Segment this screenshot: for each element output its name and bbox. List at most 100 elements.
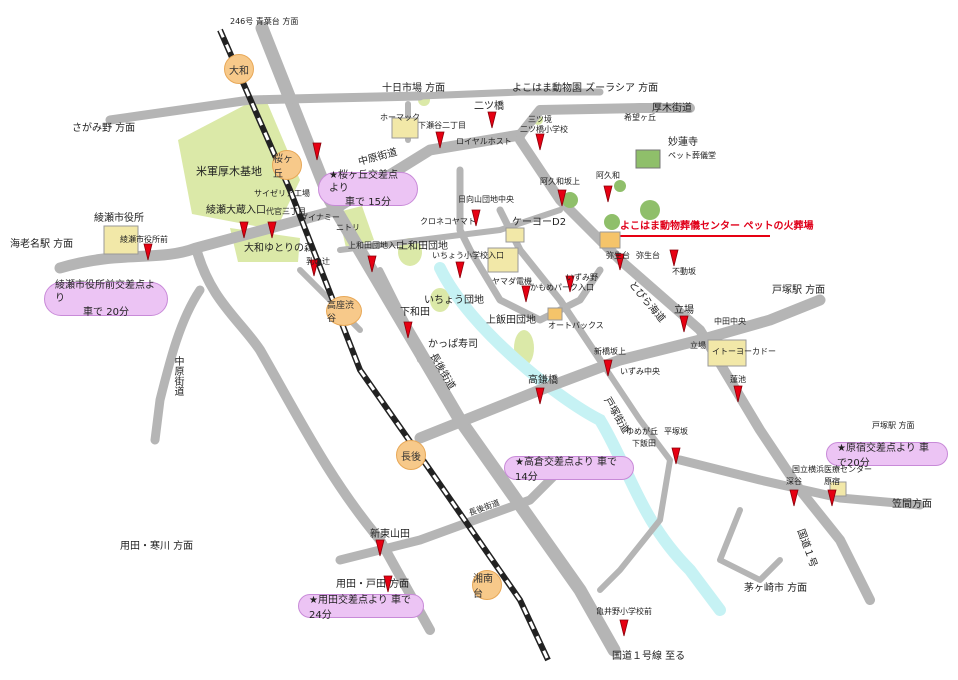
callout-sakuragaoka-line2: 車で 15分: [345, 196, 391, 208]
marker-akubo: [603, 185, 613, 203]
callout-cityhall-line2: 車で 20分: [83, 306, 129, 318]
label-hiratsuka: 平塚坂: [664, 427, 688, 436]
callout-sakuragaoka: ★桜ヶ丘交差点より 車で 15分: [318, 169, 418, 208]
label-yoyogi: 代官三丁目: [266, 207, 306, 216]
label-hasuike: 蓮池: [730, 375, 746, 384]
road-route1: [795, 485, 875, 605]
label-city-hall: 綾瀬市役所: [94, 213, 144, 224]
marker-akubo-sakaue: [557, 189, 567, 207]
label-kokuritsu: 国立横浜医療センター: [792, 465, 872, 474]
label-facility: よこはま動物葬儀センター ペットの火葬場: [620, 221, 814, 232]
road-inner: [597, 357, 673, 593]
label-nakahara-ns: 中原街道: [172, 356, 183, 396]
base-area: [178, 95, 300, 230]
tree-cluster: [640, 200, 660, 220]
label-dynamite: ダイナミー: [300, 213, 340, 222]
label-kamome-park: かもめパーク入口: [530, 283, 594, 292]
road-atsugi: [515, 103, 695, 140]
label-yumegaoka: ゆめが丘: [626, 427, 658, 436]
road-nakahara-ns: [150, 285, 205, 445]
label-shimose: 下瀬谷二丁目: [418, 121, 466, 130]
label-base: 米軍厚木基地: [196, 165, 262, 178]
road-inner: [456, 166, 604, 324]
marker-ayase-oh: [239, 221, 249, 239]
building-yamada: [487, 247, 519, 273]
road-inner: [717, 507, 783, 583]
marker-hikawa: [471, 209, 481, 227]
tree-cluster: [562, 192, 578, 208]
marker-takakura: [535, 387, 545, 405]
station-yamato: 大和: [224, 54, 254, 84]
label-route1: 国道１号線 至る: [612, 651, 686, 662]
road-ayase: [191, 243, 435, 635]
marker-sakuragaoka: [312, 142, 322, 161]
label-izumino: いずみ野: [566, 273, 598, 282]
station-chogo: 長後: [396, 440, 426, 470]
tree-cluster: [604, 214, 620, 230]
station-koza: 高座渋谷: [326, 296, 362, 326]
label-akubo-sakaue: 阿久和坂上: [540, 177, 580, 186]
label-ikenoshita: 乳の辻: [306, 257, 330, 266]
label-yoda-tobe: 用田・戸田 方面: [336, 579, 410, 590]
label-homac: ホーマック: [380, 113, 420, 122]
road-akubo: [515, 135, 805, 495]
label-atsugi-kaido: 厚木街道: [652, 103, 692, 114]
road-sagamino: [105, 91, 425, 125]
road-nakahara: [54, 129, 526, 274]
callout-cityhall-line1: 綾瀬市役所前交差点より: [55, 279, 155, 305]
marker-kamome: [521, 285, 531, 303]
label-myorenji: 妙蓮寺: [668, 137, 698, 148]
label-fudozaka: 不動坂: [672, 267, 696, 276]
label-futatsubashi: 二ツ橋: [474, 101, 504, 112]
callout-takakura: ★高倉交差点より 車で14分: [504, 456, 634, 483]
marker-tateba: [679, 315, 689, 333]
building-itoyokado: [707, 339, 747, 367]
marker-shiwada: [403, 321, 413, 339]
road-takakura: [414, 294, 826, 444]
label-izumi-chuo: いずみ中央: [620, 367, 660, 376]
road-zoo: [416, 88, 604, 100]
label-nitori: ニトリ: [336, 223, 360, 232]
marker-ikenoshita: [309, 259, 319, 277]
label-yayoidai-sta: 弥生台: [636, 251, 660, 260]
callout-cityhall: 綾瀬市役所前交差点より 車で 20分: [44, 279, 168, 318]
label-nakata: 中田中央: [714, 317, 746, 326]
label-myorenji-sub: ペット葬儀堂: [668, 151, 716, 160]
label-yoda-samukawa: 用田・寒川 方面: [120, 541, 194, 552]
label-kuroneko: クロネコヤマト: [420, 217, 476, 226]
label-hikawa: 日向山団地中央: [458, 195, 514, 204]
label-yayoidai: 弥生台: [606, 251, 630, 260]
marker-shimose: [435, 131, 445, 149]
station-sakuragaoka: 桜ヶ丘: [272, 150, 302, 180]
label-totsuka-hi: 戸塚駅 方面: [872, 421, 915, 430]
label-takakura: 高鎌橋: [528, 375, 558, 386]
label-tateba: 立場: [674, 305, 694, 316]
marker-cityhall: [143, 243, 153, 261]
label-harajuku: 原宿: [824, 477, 840, 486]
label-icho-danchi: いちょう団地: [424, 295, 484, 306]
building-temple: [635, 149, 661, 169]
label-chigasaki: 茅ヶ崎市 方面: [744, 583, 808, 594]
label-ayase-oh: 綾瀬大蔵入口: [206, 205, 266, 216]
marker-kamiwada: [367, 255, 377, 273]
label-shinbashi: 新橋坂上: [594, 347, 626, 356]
label-kamiida-danchi: 上飯田団地: [486, 315, 536, 326]
marker-fudozaka: [669, 249, 679, 267]
marker-hiratsuka: [671, 447, 681, 465]
label-jukkaichi: 十日市場 方面: [382, 83, 446, 94]
label-route246: 246号 青葉台 方面: [230, 17, 299, 26]
label-shimoiida: 下飯田: [632, 439, 656, 448]
label-kasama: 笠間方面: [892, 499, 932, 510]
callout-sakuragaoka-line1: ★桜ヶ丘交差点より: [329, 169, 398, 195]
label-itoyokado: イトーヨーカドー: [712, 347, 776, 356]
building-facility: [599, 231, 621, 249]
label-kibogaoka: 希望ヶ丘: [624, 113, 656, 122]
label-yamada: ヤマダ電機: [492, 277, 532, 286]
label-kamiiino-school: 亀井野小学校前: [596, 607, 652, 616]
label-zoo: よこはま動物園 ズーラシア 方面: [512, 83, 659, 94]
marker-izumino: [565, 275, 575, 293]
marker-yoyogi: [267, 221, 277, 239]
label-totsuka-ekimae: 戸塚駅 方面: [772, 285, 826, 296]
marker-shinbashi: [603, 359, 613, 377]
